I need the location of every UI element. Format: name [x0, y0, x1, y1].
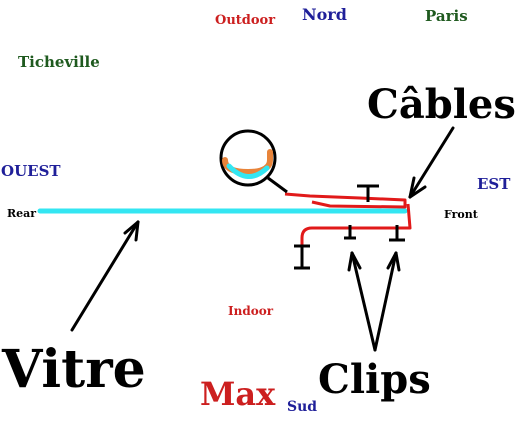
nord-label: Nord [302, 5, 347, 24]
upper-cable [284, 192, 407, 209]
paris-label: Paris [425, 7, 468, 25]
lower-cable [300, 203, 412, 246]
bottom-clip-left [294, 244, 310, 270]
bottom-clip-right [389, 225, 405, 242]
est-label: EST [477, 175, 511, 193]
vitre-label: Vitre [2, 339, 146, 400]
indoor-label: Indoor [228, 304, 274, 318]
vitre-arrow [70, 220, 140, 332]
cables-arrow [408, 126, 455, 199]
cables-label: Câbles [367, 81, 516, 128]
top-clip [357, 184, 379, 202]
bottom-clip-middle [344, 225, 356, 240]
clips-arrows [347, 251, 401, 352]
clips-label: Clips [318, 356, 431, 403]
max-label: Max [200, 375, 276, 413]
outdoor-label: Outdoor [215, 13, 276, 28]
sud-label: Sud [287, 399, 318, 415]
ticheville-label: Ticheville [18, 53, 100, 71]
rear-label: Rear [7, 207, 37, 220]
front-label: Front [444, 208, 478, 221]
ouest-label: OUEST [1, 162, 61, 180]
magnifier-icon [219, 129, 288, 194]
